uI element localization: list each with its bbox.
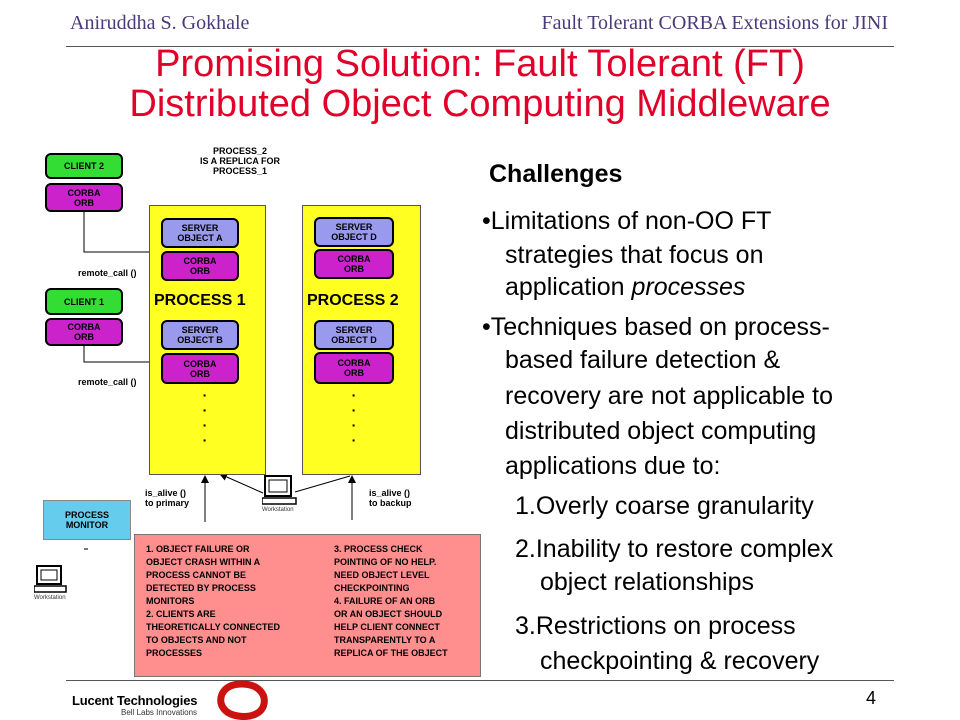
bullet1-line3: application processes (505, 273, 746, 301)
process1-label: PROCESS 1 (154, 292, 246, 309)
slide-title: Promising Solution: Fault Tolerant (FT) … (20, 44, 940, 124)
presentation-topic: Fault Tolerant CORBA Extensions for JINI (541, 12, 888, 34)
bullet-glyph: • (482, 207, 491, 235)
bullet2-line3: recovery are not applicable to (505, 382, 833, 410)
replica-note: PROCESS_2 IS A REPLICA FOR PROCESS_1 (199, 146, 280, 176)
bullet2-line2: based failure detection & (505, 346, 781, 374)
bullet2-line4: distributed object computing (505, 417, 817, 445)
header-divider (66, 46, 894, 47)
bullet1-line2: strategies that focus on (505, 241, 764, 269)
item2-line2: object relationships (540, 568, 755, 596)
notes-box (134, 534, 481, 677)
item3-line1: 3.Restrictions on process (515, 612, 796, 640)
diagram-connectors (83, 212, 356, 522)
company-name: Lucent Technologies (72, 693, 198, 708)
notes-left: 1. OBJECT FAILURE OR OBJECT CRASH WITHIN… (146, 544, 281, 658)
author-name: Aniruddha S. Gokhale (70, 12, 250, 34)
footer-divider (66, 680, 894, 681)
page-number: 4 (866, 688, 877, 708)
client1-box: CLIENT 1 (45, 288, 123, 315)
is-alive-primary-label: is_alive ()to primary (145, 488, 190, 508)
item3-line2: checkpointing & recovery (540, 647, 820, 675)
remote-call-label-1: remote_call () (78, 377, 137, 387)
workstation-label: Workstation (262, 507, 294, 513)
item1: 1.Overly coarse granularity (515, 492, 814, 520)
bullet1-line1: •Limitations of non-OO FT (482, 207, 772, 235)
workstation-icon-left (34, 565, 67, 593)
bullet-glyph: • (482, 313, 491, 341)
bullet2-line1: •Techniques based on process- (482, 313, 830, 341)
bullet2-line5: applications due to: (505, 452, 721, 480)
is-alive-backup-label: is_alive ()to backup (369, 488, 412, 508)
company-tagline: Bell Labs Innovations (121, 708, 198, 717)
process2-label: PROCESS 2 (307, 292, 399, 309)
notes-right: 3. PROCESS CHECK POINTING OF NO HELP. NE… (334, 544, 448, 658)
remote-call-label-2: remote_call () (78, 268, 137, 278)
slide-title-line2: Distributed Object Computing Middleware (129, 83, 831, 125)
slide-title-line1: Promising Solution: Fault Tolerant (FT) (155, 43, 805, 85)
client2-box: CLIENT 2 (45, 153, 123, 179)
workstation-icon (262, 475, 297, 505)
process1-ellipsis: ···· (202, 387, 208, 448)
lucent-ring-logo (217, 680, 268, 720)
item2-line1: 2.Inability to restore complex (515, 535, 834, 563)
ft-diagram: PROCESS_2 IS A REPLICA FOR PROCESS_1 CLI… (0, 0, 481, 690)
process2-ellipsis: ···· (351, 387, 357, 448)
workstation-label-left: Workstation (34, 595, 66, 601)
challenges-heading: Challenges (489, 160, 623, 188)
connector-stub (84, 548, 88, 550)
